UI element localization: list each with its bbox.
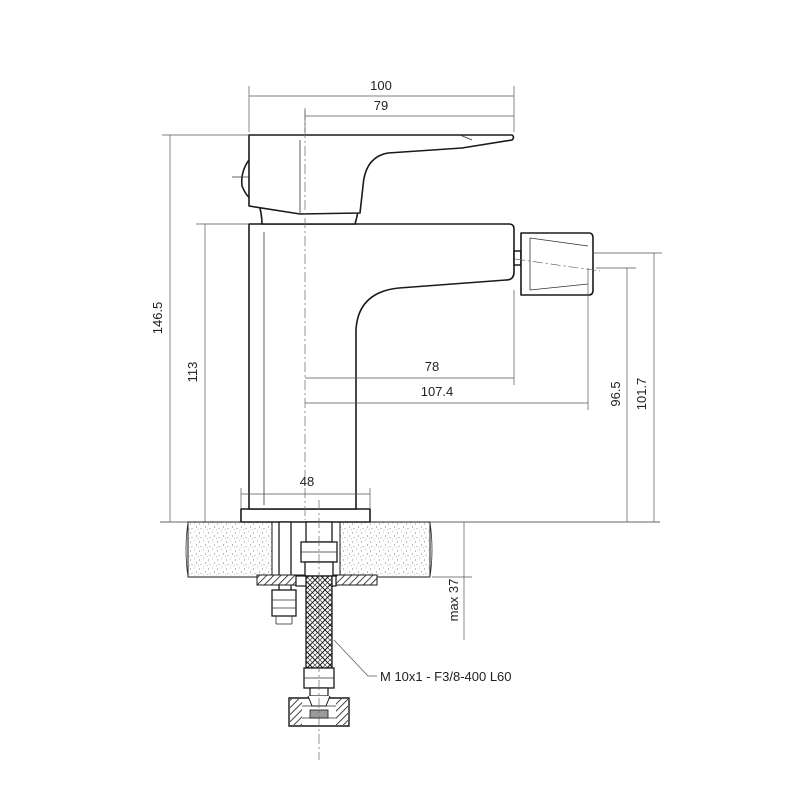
dim-body-height: 113 [185,362,200,383]
hose-callout-leader [333,639,377,677]
center-lines [304,110,601,760]
dim-total-height: 146.5 [150,302,165,335]
countertop-break-left [185,521,189,578]
nozzle-facets [529,237,589,291]
dim-counter-thickness: max 37 [446,579,461,622]
lever-handle [248,134,515,215]
dimension-labels: 100 79 146.5 113 78 107.4 96.5 101.7 48 … [150,78,649,684]
dim-spout-height: 96.5 [608,381,623,406]
countertop [160,521,660,578]
lever-facets [299,134,473,213]
dimension-lines [162,86,662,677]
fixing-nut [271,589,297,617]
hose-spec-label: M 10x1 - F3/8-400 L60 [380,669,512,684]
faucet [232,134,594,523]
nozzle-head [520,232,594,296]
countertop-break-right [429,521,433,578]
dim-overall-width: 100 [370,78,392,93]
countertop-right-section [339,521,431,578]
dim-spout-reach: 78 [425,359,439,374]
dim-handle-width: 79 [374,98,388,113]
dim-nozzle-height: 101.7 [634,378,649,411]
dim-nozzle-reach: 107.4 [421,384,454,399]
faucet-body [248,223,515,510]
dim-base-diameter: 48 [300,474,314,489]
countertop-left-section [187,521,273,578]
nozzle-connector [513,250,522,266]
nozzle-axis [514,258,601,272]
faucet-base-ring [240,508,371,523]
